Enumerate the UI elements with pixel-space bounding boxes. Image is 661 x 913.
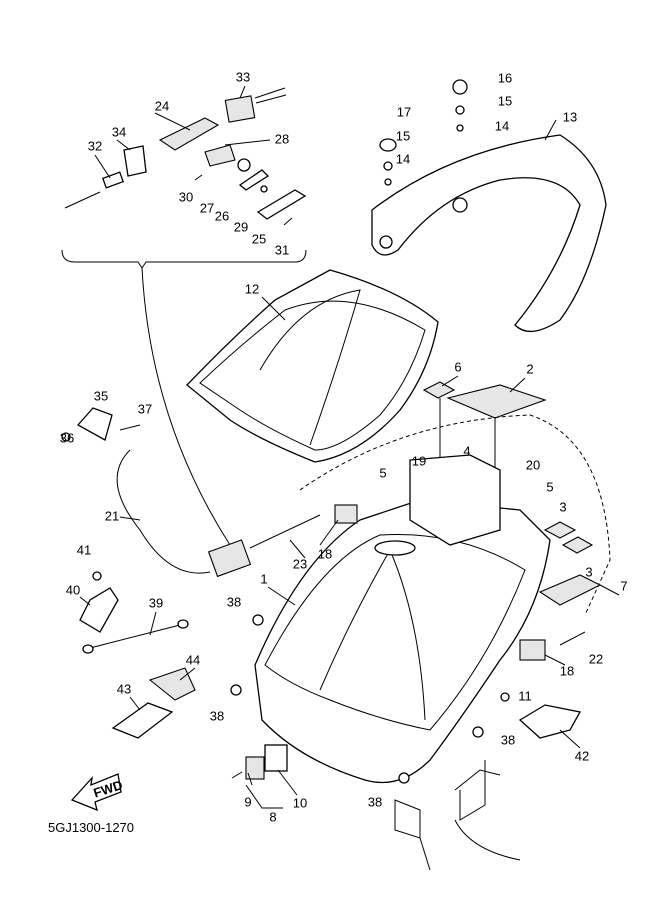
callout-15: 15 [498,93,512,108]
callout-28: 28 [275,131,289,146]
callout-11: 11 [518,688,532,703]
callout-2: 2 [526,361,533,376]
pad-6 [422,381,456,399]
callout-21: 21 [105,508,119,523]
callout-7: 7 [620,578,627,593]
callout-5: 5 [379,465,386,480]
callout-12: 12 [245,281,259,296]
callout-44: 44 [186,652,200,667]
callout-17: 17 [397,104,411,119]
callout-41: 41 [77,542,91,557]
callout-42: 42 [575,748,589,763]
callout-1: 1 [260,571,267,586]
callout-16: 16 [498,70,512,85]
callout-6: 6 [454,359,461,374]
callout-9: 9 [244,794,251,809]
callout-43: 43 [117,681,131,696]
seat-tray [186,269,439,463]
callout-33: 33 [236,69,250,84]
callout-15: 15 [396,128,410,143]
callout-14: 14 [495,118,509,133]
callout-23: 23 [293,556,307,571]
callout-38: 38 [368,794,382,809]
callout-31: 31 [275,242,289,257]
cable-21 [116,449,211,574]
callout-13: 13 [563,109,577,124]
callout-38: 38 [227,594,241,609]
callout-14: 14 [396,151,410,166]
callout-25: 25 [252,231,266,246]
callout-22: 22 [589,651,603,666]
callout-30: 30 [179,189,193,204]
callout-10: 10 [293,795,307,810]
callout-18: 18 [560,663,574,678]
grab-bar [371,134,607,332]
callout-38: 38 [501,732,515,747]
diagram-code: 5GJ1300-1270 [48,820,134,835]
callout-40: 40 [66,582,80,597]
callout-4: 4 [463,443,470,458]
callout-24: 24 [155,98,169,113]
callout-39: 39 [149,595,163,610]
callout-27: 27 [200,200,214,215]
callout-29: 29 [234,219,248,234]
connector-parts [64,87,307,226]
wire-harness [141,267,231,546]
callout-3: 3 [585,564,592,579]
callout-18: 18 [318,546,332,561]
callout-38: 38 [210,708,224,723]
callout-26: 26 [215,208,229,223]
callout-37: 37 [138,401,152,416]
callout-35: 35 [94,388,108,403]
callout-3: 3 [559,499,566,514]
callout-5: 5 [546,479,553,494]
kit-bracket [61,249,307,269]
callout-8: 8 [269,809,276,824]
callout-32: 32 [88,138,102,153]
storage-bin [254,499,551,784]
callout-19: 19 [412,453,426,468]
callout-20: 20 [526,457,540,472]
callout-34: 34 [112,124,126,139]
leader-lines [79,85,620,809]
callout-36: 36 [60,430,74,445]
fwd-arrow-icon: FWD [70,773,124,812]
pad-2 [446,384,547,419]
rubber-pad-42 [518,704,582,739]
